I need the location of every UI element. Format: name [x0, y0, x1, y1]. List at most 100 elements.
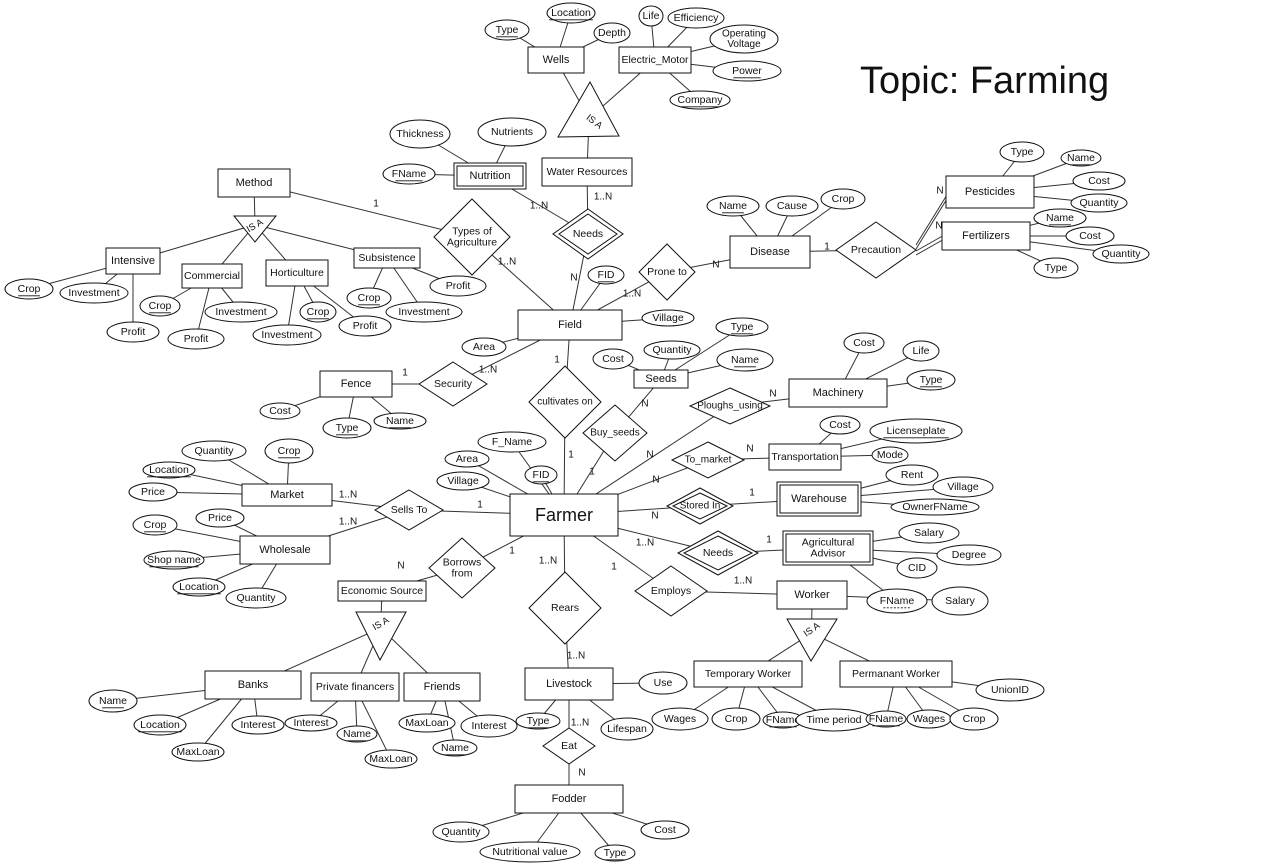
isa-method: IS A: [232, 215, 278, 243]
label: Farmer: [535, 505, 593, 525]
attribute-type: Type: [999, 141, 1045, 163]
attribute-thickness: Thickness: [389, 119, 451, 149]
label: Village: [652, 312, 683, 324]
attribute-investment: Investment: [385, 301, 463, 323]
attribute-village: Village: [436, 471, 490, 491]
entity-wholesale: Wholesale: [239, 535, 331, 565]
attribute-location: Location: [133, 714, 187, 736]
label: Crop: [725, 713, 748, 725]
attribute-fname: FName: [762, 711, 804, 729]
label: Needs: [703, 547, 733, 559]
label: Interest: [240, 719, 275, 731]
label: Degree: [952, 549, 987, 561]
attribute-village: Village: [641, 309, 695, 327]
cardinality: 1: [824, 242, 830, 253]
entity-seeds: Seeds: [633, 369, 689, 389]
entity-transportation: Transportation: [768, 443, 842, 471]
label: Type: [527, 715, 550, 727]
cardinality: 1: [402, 368, 408, 379]
label: Crop: [963, 713, 986, 725]
cardinality: N: [746, 444, 753, 455]
attribute-interest: Interest: [460, 714, 518, 738]
attribute-profit: Profit: [429, 275, 487, 297]
label: Location: [179, 581, 219, 593]
label: Operating: [722, 28, 766, 39]
label: Agricultural: [802, 536, 855, 548]
attribute-interest: Interest: [284, 714, 338, 732]
label: Crop: [18, 283, 41, 295]
label: Location: [140, 719, 180, 731]
label: Pesticides: [965, 186, 1016, 198]
label: Nutrition: [470, 170, 511, 182]
cardinality: 1..N: [530, 201, 548, 212]
isa-economic-source: IS A: [355, 611, 407, 662]
label: Type: [1045, 262, 1068, 274]
label: FName: [880, 595, 915, 607]
isa-water-resources: IS A: [557, 80, 620, 138]
attribute-investment: Investment: [252, 324, 322, 346]
label: Water Resources: [547, 166, 628, 178]
attribute-crop: Crop: [949, 707, 999, 731]
cardinality: N: [578, 768, 585, 779]
cardinality: 1: [477, 500, 483, 511]
label: Area: [473, 341, 495, 353]
entity-commercial: Commercial: [181, 263, 243, 289]
label: Licenseplate: [887, 425, 946, 437]
attribute-name: Name: [1033, 208, 1087, 228]
label: Cost: [1088, 175, 1110, 187]
label: Rears: [551, 602, 579, 614]
label: Village: [447, 475, 478, 487]
attribute-profit: Profit: [106, 321, 160, 343]
label: Time period: [806, 714, 861, 726]
relationship-security: Security: [418, 361, 488, 407]
attribute-type: Type: [484, 19, 530, 41]
label: Shop name: [147, 554, 201, 566]
cardinality: 1: [509, 546, 515, 557]
label: Quantity: [236, 592, 276, 604]
entity-banks: Banks: [204, 670, 302, 700]
label: Life: [913, 345, 930, 357]
label: Subsistence: [358, 252, 415, 264]
label: Stored In: [680, 501, 721, 512]
attribute-nutrients: Nutrients: [477, 117, 547, 147]
attribute-fname: FName: [866, 588, 928, 614]
label: To_market: [685, 455, 732, 466]
relationship-ploughs-using: Ploughs_using: [688, 387, 772, 425]
attribute-crop: Crop: [4, 278, 54, 300]
label: F_Name: [492, 436, 532, 448]
label: Quantity: [652, 344, 692, 356]
cardinality: N: [936, 186, 943, 197]
label: Crop: [278, 445, 301, 457]
attribute-type: Type: [1033, 257, 1079, 279]
attribute-cost: Cost: [259, 402, 301, 420]
entity-fertilizers: Fertilizers: [941, 221, 1031, 251]
label: MaxLoan: [405, 717, 448, 729]
cardinality: N: [570, 273, 577, 284]
label: Lifespan: [607, 723, 647, 735]
label: Crop: [149, 300, 172, 312]
entity-market: Market: [241, 483, 333, 507]
attribute-quantity: Quantity: [225, 587, 287, 609]
label: Sells To: [391, 504, 428, 516]
label: Types of: [452, 225, 492, 237]
cardinality: N: [641, 399, 648, 410]
label: Electric_Motor: [621, 54, 689, 66]
label: Borrows: [443, 556, 482, 568]
attribute-cost: Cost: [592, 348, 634, 370]
entity-livestock: Livestock: [524, 667, 614, 701]
entity-permanent-worker: Permanant Worker: [839, 660, 953, 688]
attribute-cost: Cost: [1065, 226, 1115, 246]
cardinality: N: [652, 475, 659, 486]
attribute-time-period: Time period: [795, 708, 873, 732]
attribute-fname: FName: [382, 163, 436, 185]
attribute-cost: Cost: [640, 820, 690, 840]
cardinality: 1: [554, 355, 560, 366]
attribute-type: Type: [906, 369, 956, 391]
label: cultivates on: [537, 397, 593, 408]
label: Employs: [651, 585, 691, 597]
label: Crop: [358, 292, 381, 304]
relationship-rears: Rears: [528, 571, 602, 645]
relationship-eat: Eat: [542, 727, 596, 765]
label: Name: [1046, 212, 1074, 224]
label: Type: [920, 374, 943, 386]
